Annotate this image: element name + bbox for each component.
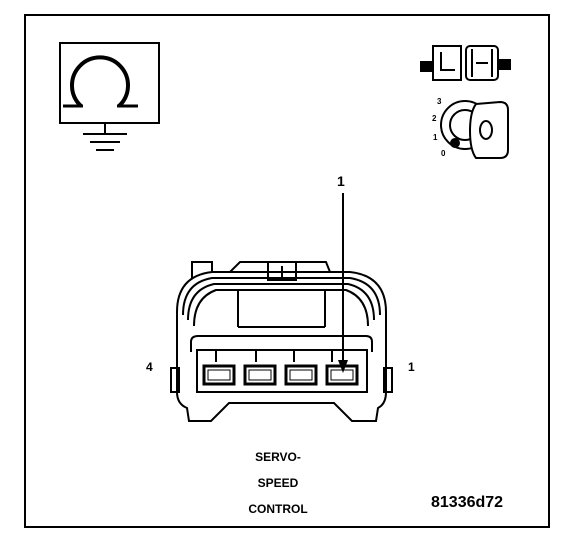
- connector-caption: SERVO- SPEED CONTROL: [218, 444, 338, 522]
- caption-line: SERVO-: [255, 450, 301, 464]
- ignition-position-label: 0: [441, 149, 446, 158]
- pin-callout-label: 1: [337, 173, 345, 189]
- ignition-position-label: 2: [432, 114, 437, 123]
- connector-disconnected-icon: [420, 45, 511, 81]
- ignition-key-off-icon: [440, 100, 509, 159]
- diagram-frame: [24, 14, 550, 528]
- caption-line: CONTROL: [248, 502, 308, 516]
- connector-housing: [170, 261, 393, 422]
- left-pin-label: 4: [146, 360, 153, 374]
- ignition-position-label: 3: [437, 97, 442, 106]
- figure-id: 81336d72: [431, 494, 504, 511]
- ignition-position-label: 1: [433, 133, 438, 142]
- ohmmeter-ground-icon: [59, 42, 160, 151]
- caption-line: SPEED: [257, 476, 299, 490]
- right-pin-label: 1: [408, 360, 415, 374]
- pin-cavities: [202, 364, 359, 386]
